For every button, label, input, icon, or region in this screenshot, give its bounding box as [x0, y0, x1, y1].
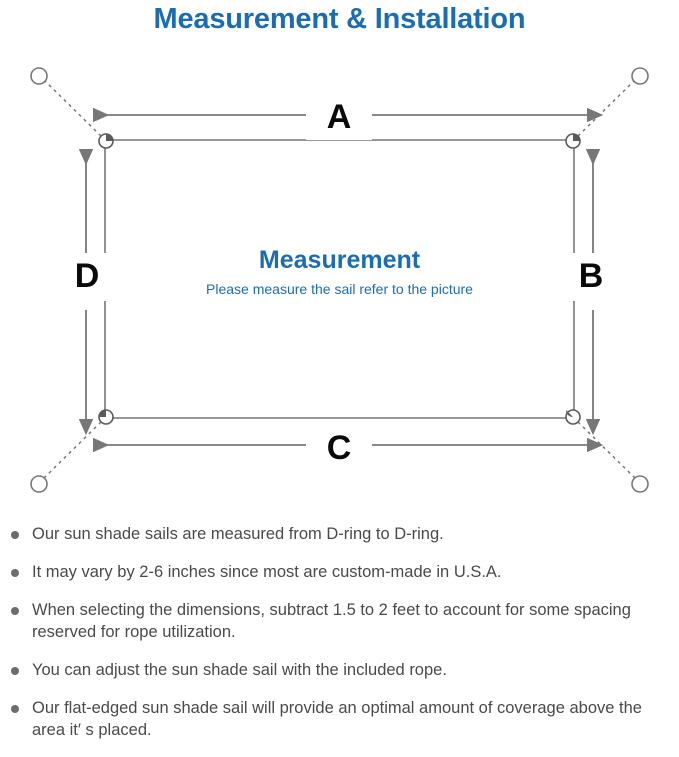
bullet-icon [11, 531, 19, 539]
note-text: Our flat-edged sun shade sail will provi… [32, 699, 642, 739]
anchor-points [30, 67, 649, 493]
list-item: It may vary by 2-6 inches since most are… [0, 561, 679, 583]
sail-shape [104, 139, 575, 419]
dimension-label-d: D [60, 253, 114, 301]
bullet-icon [11, 667, 19, 675]
list-item: Our flat-edged sun shade sail will provi… [0, 697, 679, 741]
note-text: You can adjust the sun shade sail with t… [32, 661, 447, 679]
notes-list: Our sun shade sails are measured from D-… [0, 523, 679, 757]
list-item: You can adjust the sun shade sail with t… [0, 659, 679, 681]
bullet-icon [11, 607, 19, 615]
d-ring-highlights [99, 134, 580, 417]
dimension-label-b: B [564, 253, 618, 301]
note-text: Our sun shade sails are measured from D-… [32, 525, 444, 543]
bullet-icon [11, 705, 19, 713]
list-item: When selecting the dimensions, subtract … [0, 599, 679, 643]
page-title: Measurement & Installation [153, 3, 526, 35]
dimension-label-c: C [306, 427, 372, 471]
sail-measurement-diagram: Measurement Please measure the sail refe… [0, 48, 679, 518]
dimension-label-a: A [306, 96, 372, 140]
page-root: Measurement & Installation [0, 3, 679, 739]
list-item: Our sun shade sails are measured from D-… [0, 523, 679, 545]
note-text: It may vary by 2-6 inches since most are… [32, 563, 502, 581]
note-text: When selecting the dimensions, subtract … [32, 601, 631, 641]
bullet-icon [11, 569, 19, 577]
